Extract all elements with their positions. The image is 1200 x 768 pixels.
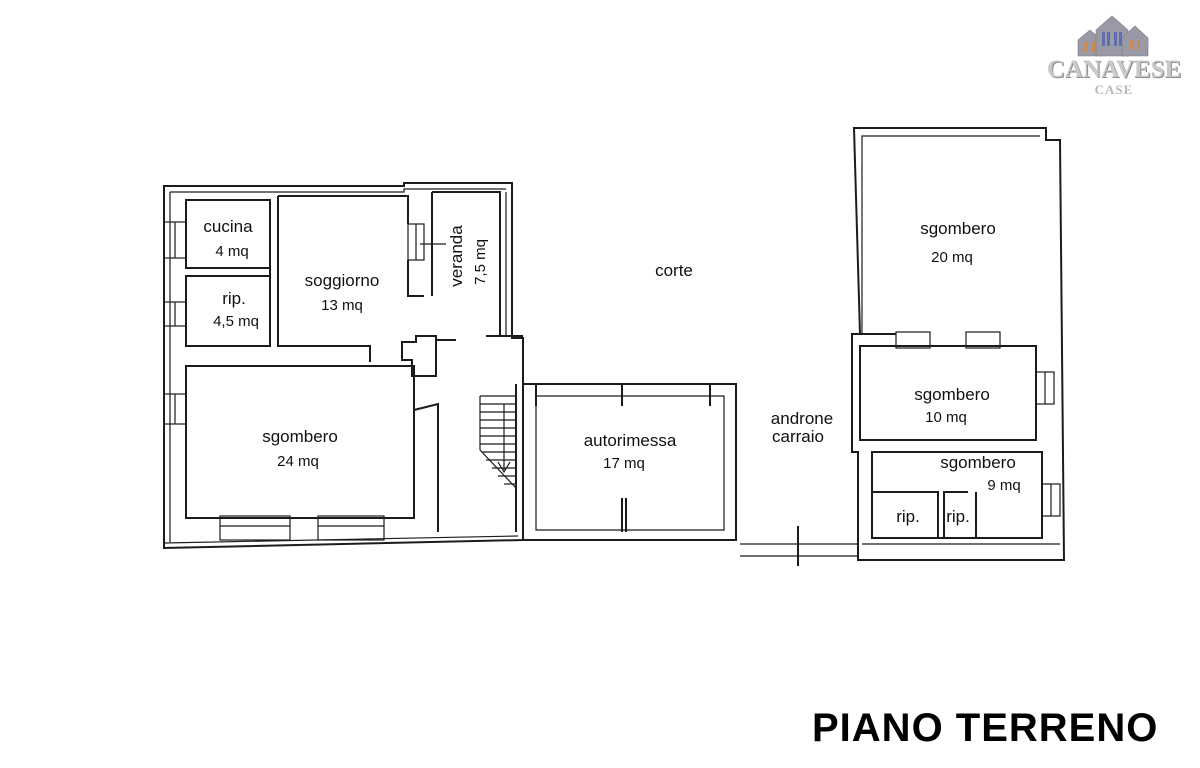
room-name-autorimessa: autorimessa xyxy=(584,431,677,450)
room-area-autorimessa: 17 mq xyxy=(603,455,645,472)
room-name-sgombero-left: sgombero xyxy=(262,427,338,446)
room-area-rip-left: 4,5 mq xyxy=(213,313,259,330)
area-corte: corte xyxy=(655,261,693,280)
area-androne-line1: androne xyxy=(771,409,833,428)
room-labels: cucina 4 mq rip. 4,5 mq soggiorno 13 mq … xyxy=(203,217,1020,526)
room-name-soggiorno: soggiorno xyxy=(305,271,380,290)
logo-houses-icon xyxy=(1077,15,1149,57)
room-name-sgombero-right-top: sgombero xyxy=(920,219,996,238)
area-androne-line2: carraio xyxy=(772,427,824,446)
room-name-rip-right-a: rip. xyxy=(896,507,920,526)
room-area-cucina: 4 mq xyxy=(215,243,248,260)
androne-gate xyxy=(740,526,858,566)
room-area-sgombero-right-mid: 10 mq xyxy=(925,409,967,426)
room-name-cucina: cucina xyxy=(203,217,253,236)
area-labels: corte androne carraio xyxy=(655,261,833,446)
room-name-rip-left: rip. xyxy=(222,289,246,308)
garage-walls xyxy=(523,383,737,541)
staircase xyxy=(479,395,517,489)
room-area-soggiorno: 13 mq xyxy=(321,297,363,314)
right-building-walls xyxy=(851,127,1066,561)
room-area-sgombero-right-top: 20 mq xyxy=(931,249,973,266)
logo-sub-text: CASE xyxy=(1094,82,1134,97)
room-name-sgombero-right-mid: sgombero xyxy=(914,385,990,404)
logo: CANAVESE CASE xyxy=(1036,12,1192,100)
plan-title: PIANO TERRENO xyxy=(812,706,1159,750)
room-area-sgombero-left: 24 mq xyxy=(277,453,319,470)
logo-brand-text: CANAVESE xyxy=(1046,56,1182,83)
room-name-rip-right-b: rip. xyxy=(946,507,970,526)
room-area-sgombero-right-low: 9 mq xyxy=(987,477,1020,494)
room-name-sgombero-right-low: sgombero xyxy=(940,453,1016,472)
room-name-veranda: veranda xyxy=(447,225,466,287)
room-area-veranda: 7,5 mq xyxy=(472,239,489,285)
left-house-walls xyxy=(163,182,524,550)
